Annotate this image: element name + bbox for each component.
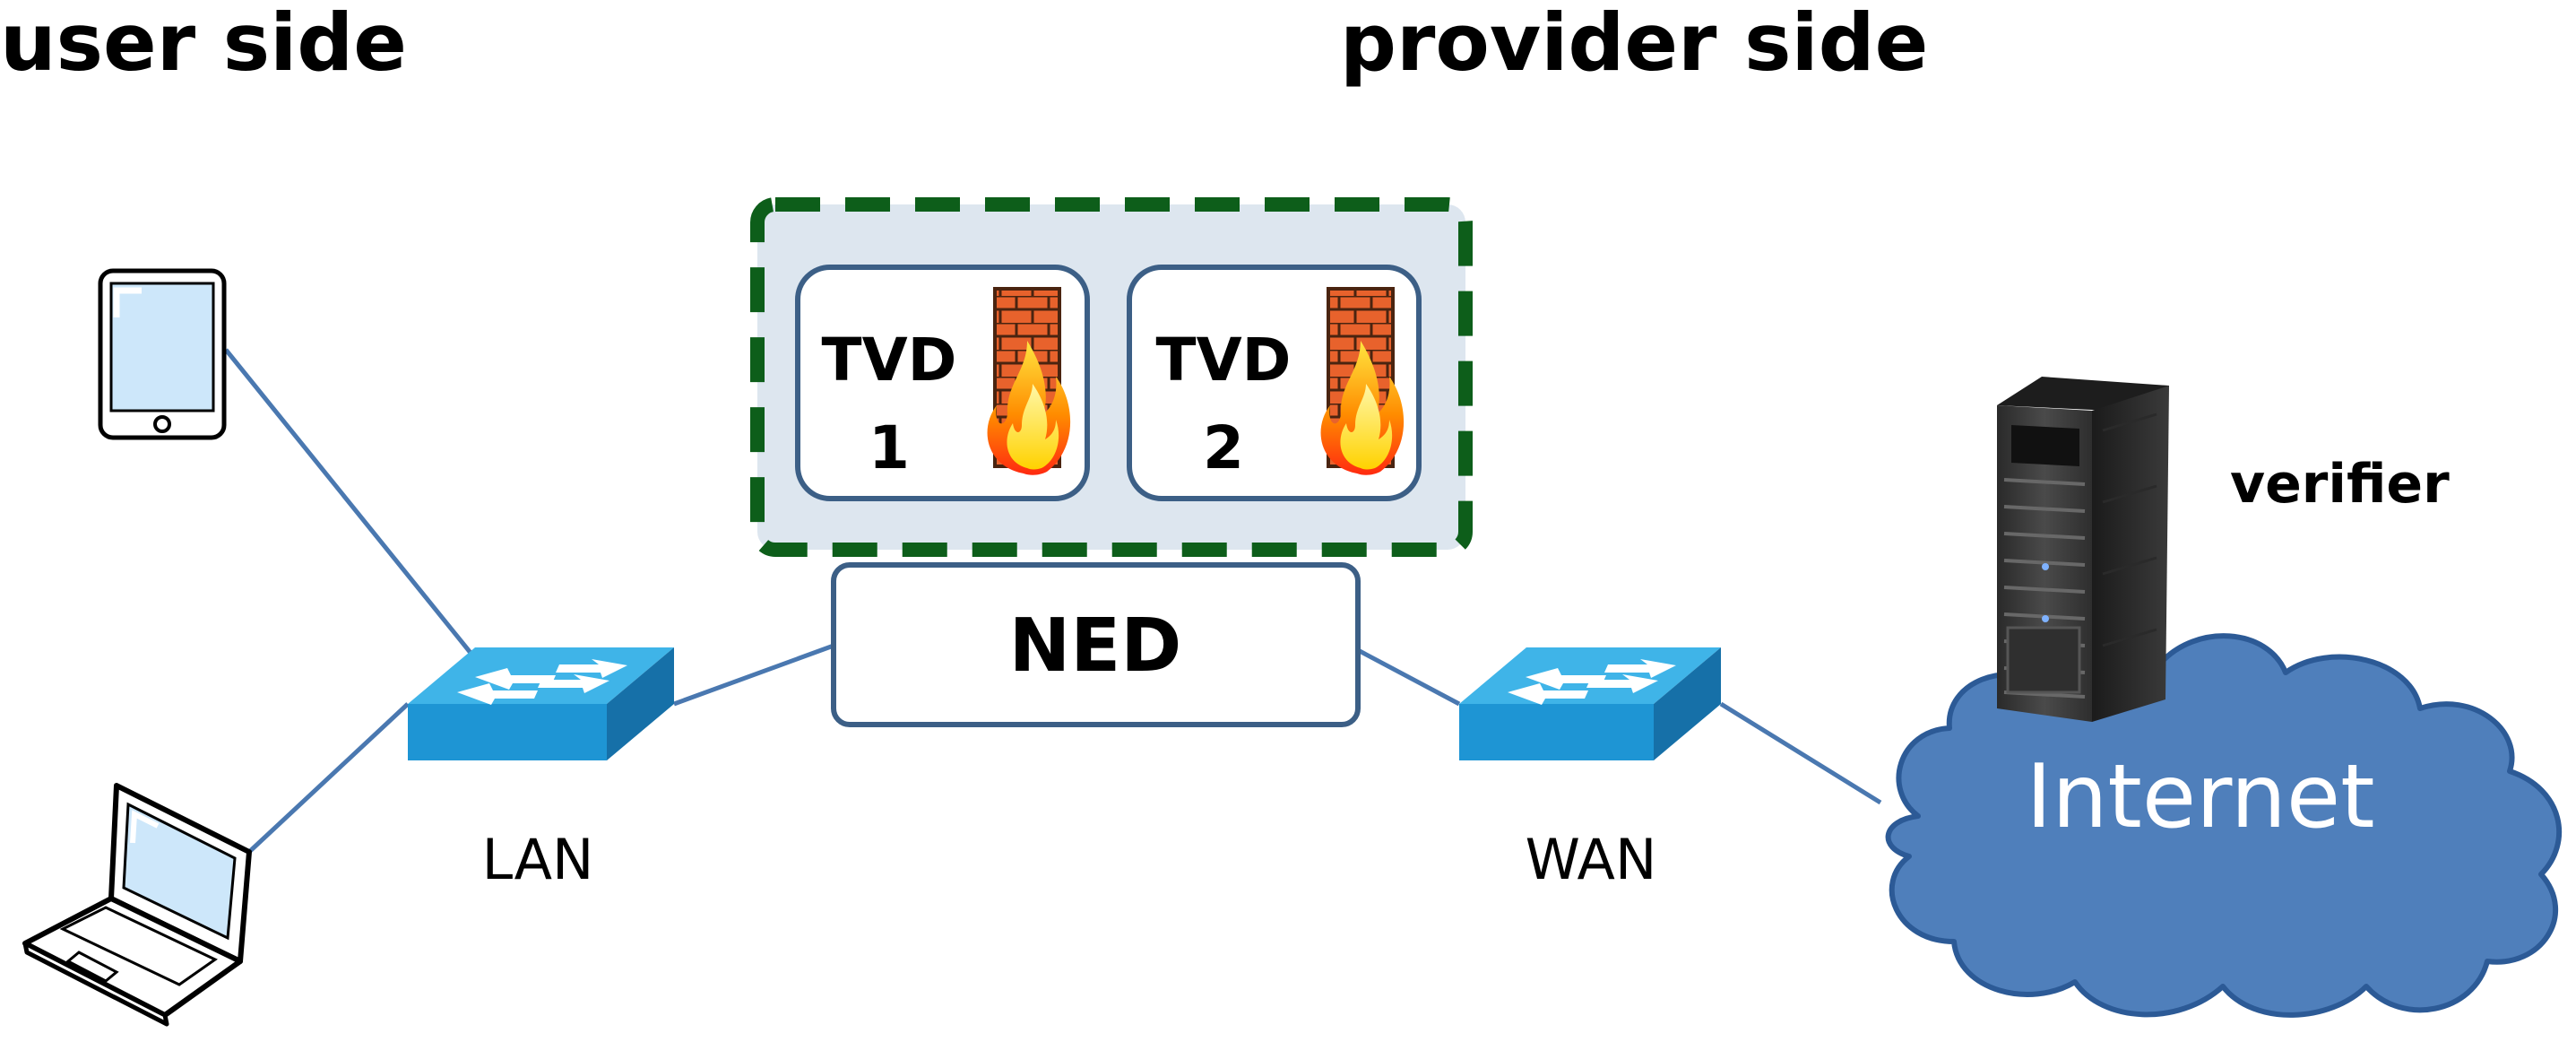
connection-lines — [224, 348, 1882, 854]
laptop-icon — [22, 783, 252, 1027]
lan-switch-icon — [408, 647, 674, 760]
wan-switch-icon — [1459, 647, 1721, 760]
wan-label: WAN — [1526, 827, 1657, 892]
verifier-label: verifier — [2230, 453, 2450, 516]
ned-box: NED — [831, 562, 1361, 727]
firewall-icon — [1320, 287, 1405, 475]
internet-label: Internet — [2026, 746, 2374, 848]
cloud-icon: Internet — [1885, 633, 2563, 1018]
wan-internet-link — [1719, 701, 1882, 805]
ned-wan-link — [1356, 647, 1461, 707]
ned-label: NED — [1009, 603, 1182, 689]
tvd-2-box: TVD 2 — [1127, 265, 1422, 501]
server-rack-icon — [1997, 377, 2169, 722]
tvd-1-number: 1 — [869, 413, 910, 482]
provider-side-heading: provider side — [1340, 0, 1928, 89]
tvd-2-number: 2 — [1203, 413, 1244, 482]
tvd-1-box: TVD 1 — [795, 265, 1090, 501]
tablet-icon — [98, 268, 227, 440]
laptop-lan-link — [247, 702, 410, 854]
tvd-1-name: TVD — [822, 326, 957, 395]
tvd-2-name: TVD — [1156, 326, 1292, 395]
user-side-heading: user side — [0, 0, 407, 89]
lan-ned-link — [673, 643, 834, 707]
tablet-lan-link — [224, 348, 472, 655]
firewall-icon — [987, 287, 1071, 475]
lan-label: LAN — [482, 827, 594, 892]
